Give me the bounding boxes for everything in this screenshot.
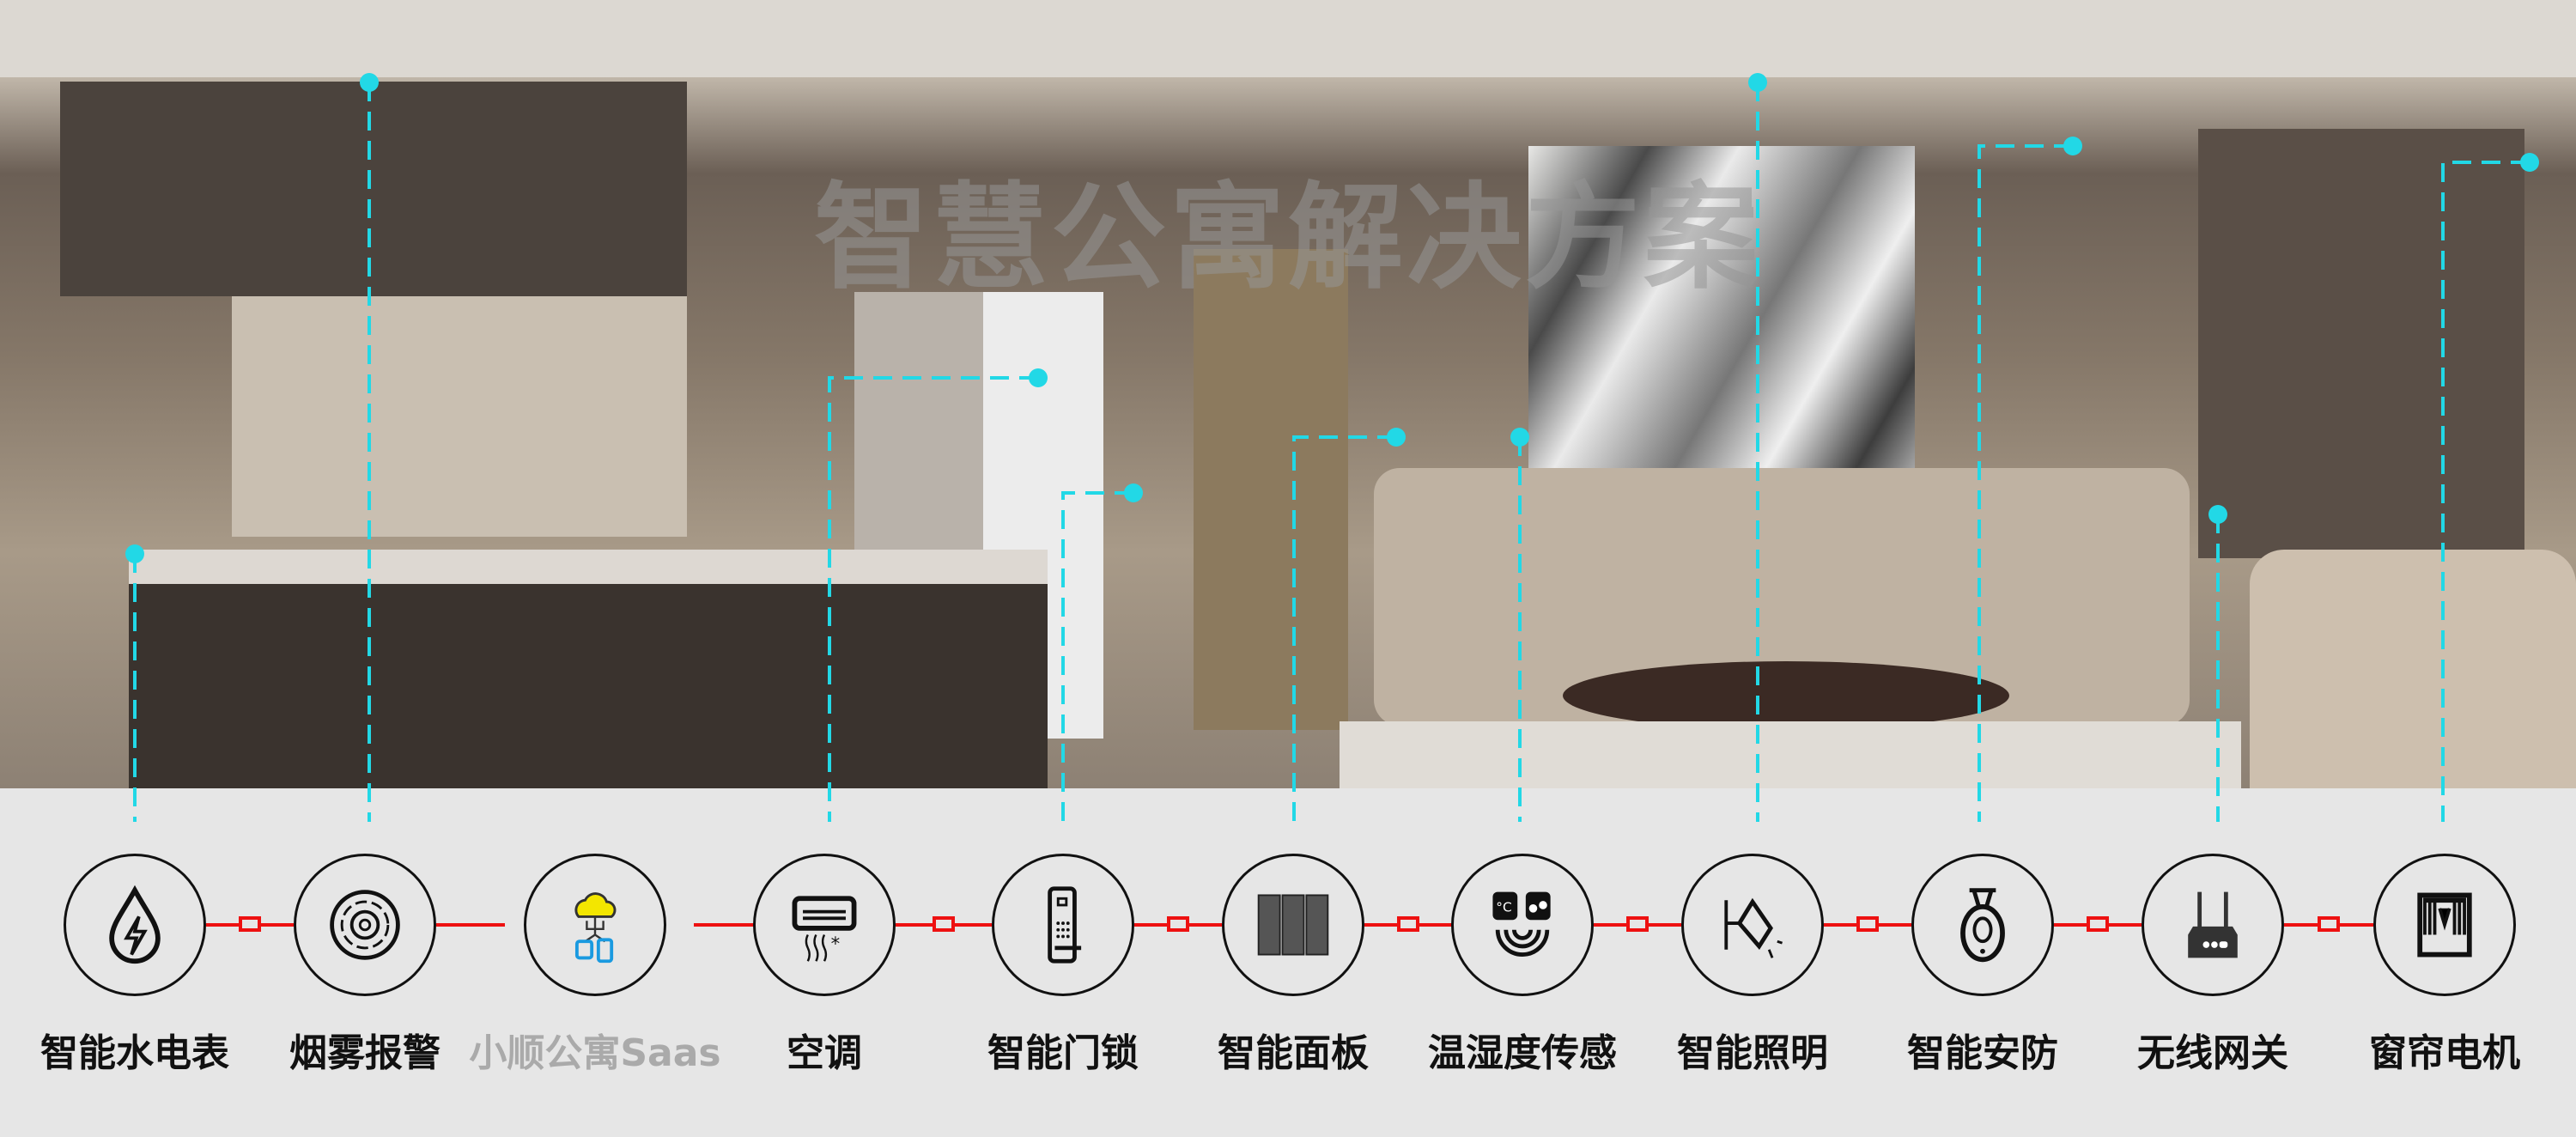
device-label: 窗帘电机 (2369, 1031, 2520, 1075)
hallway (1194, 249, 1348, 730)
floor-rug (1340, 721, 2241, 788)
marble-wall (1528, 146, 1915, 524)
island-top (129, 550, 1048, 584)
device-label: 智能门锁 (987, 1031, 1139, 1075)
connector-node (1626, 916, 1649, 932)
armchair (2250, 550, 2576, 788)
connector-node (1167, 916, 1189, 932)
device-label: 智能水电表 (40, 1031, 229, 1075)
spotlight-icon (1724, 897, 1783, 958)
curtain-motor-icon (2417, 892, 2472, 958)
svg-text:°C: °C (1496, 900, 1511, 915)
device-label: 温湿度传感 (1428, 1031, 1617, 1075)
wireless-router-icon (2188, 891, 2238, 958)
device-door-lock[interactable] (992, 854, 1134, 996)
apartment-interior-photo: 智慧公寓解决方案 (0, 0, 2576, 788)
smoke-alarm-icon (330, 890, 400, 960)
kitchen-cabinets (60, 82, 687, 296)
connector-node (933, 916, 955, 932)
device-curtain-motor[interactable] (2373, 854, 2516, 996)
device-label: 烟雾报警 (289, 1031, 440, 1075)
device-smart-lighting[interactable] (1681, 854, 1824, 996)
water-electric-meter-icon (109, 885, 161, 964)
device-saas-platform[interactable] (524, 854, 666, 996)
device-wireless-gateway[interactable] (2142, 854, 2284, 996)
page-title: 智慧公寓解决方案 (813, 171, 1762, 305)
connector-node (239, 916, 261, 932)
device-water-electric-meter[interactable] (64, 854, 206, 996)
door-lock-icon (1048, 886, 1082, 964)
device-security[interactable] (1911, 854, 2054, 996)
security-camera-icon (1960, 888, 2005, 963)
temperature-humidity-sensor-icon: °C (1492, 891, 1551, 957)
device-label: 智能安防 (1907, 1031, 2058, 1075)
connector-line (694, 923, 754, 927)
ceiling (0, 0, 2576, 77)
device-air-conditioner[interactable]: * (753, 854, 896, 996)
device-smoke-alarm[interactable] (294, 854, 436, 996)
device-switch-panel[interactable] (1222, 854, 1364, 996)
connector-line (436, 923, 505, 927)
connector-node (1397, 916, 1419, 932)
connector-node (2087, 916, 2109, 932)
connector-node (1856, 916, 1879, 932)
device-label: 空调 (787, 1031, 862, 1075)
cloud-saas-icon (574, 892, 617, 964)
air-conditioner-icon: * (792, 896, 857, 962)
kitchen-island (129, 550, 1048, 788)
device-label: 小顺公寓Saas (469, 1031, 721, 1075)
device-label: 无线网关 (2137, 1031, 2288, 1075)
switch-panel-icon (1257, 894, 1329, 956)
device-temperature-humidity-sensor[interactable]: °C (1451, 854, 1594, 996)
kitchen-backsplash (232, 296, 687, 537)
connector-node (2318, 916, 2340, 932)
svg-text:*: * (831, 933, 841, 954)
device-label: 智能面板 (1218, 1031, 1369, 1075)
device-label: 智能照明 (1677, 1031, 1828, 1075)
coffee-table (1563, 661, 2009, 730)
